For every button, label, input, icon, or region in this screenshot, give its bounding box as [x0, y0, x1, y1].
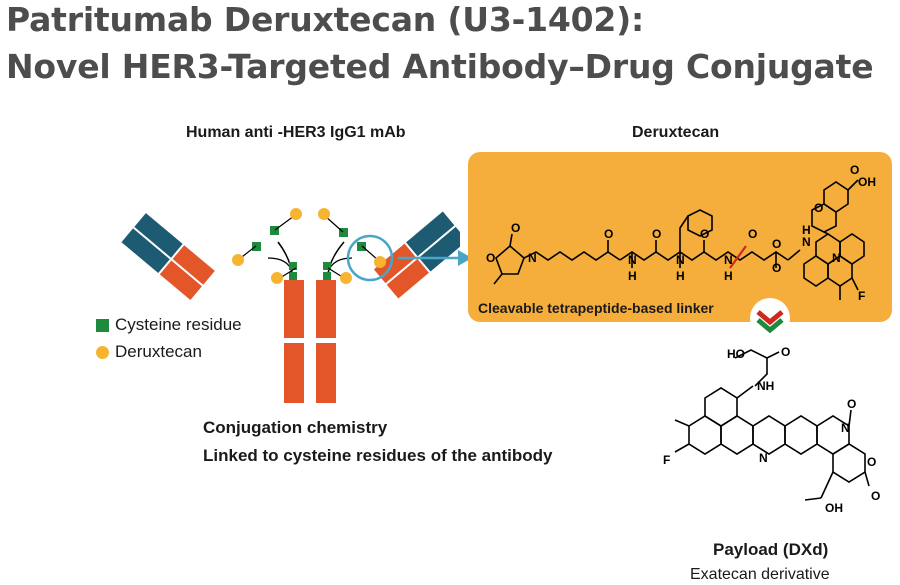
deruxtecan-dot: [340, 272, 352, 284]
svg-text:H: H: [724, 269, 733, 283]
legend-deruxtecan: Deruxtecan: [96, 342, 202, 362]
linker-label: Cleavable tetrapeptide-based linker: [478, 300, 714, 316]
deruxtecan-dot: [374, 256, 386, 268]
deruxtecan-dot: [232, 254, 244, 266]
cysteine-swatch: [96, 318, 109, 332]
legend-deruxtecan-label: Deruxtecan: [115, 342, 202, 361]
legend-cysteine: Cysteine residue: [96, 315, 242, 335]
svg-text:O: O: [486, 251, 495, 265]
svg-text:N: N: [724, 253, 733, 267]
svg-text:O: O: [814, 201, 823, 215]
deruxtecan-dot: [271, 272, 283, 284]
right-fab-arm: [373, 211, 460, 299]
payload-subtitle: Exatecan derivative: [690, 566, 830, 583]
svg-text:H: H: [802, 223, 811, 237]
svg-text:O: O: [867, 455, 876, 469]
cysteine-marker: [289, 262, 297, 270]
fc-heavy-chain-left-1: [284, 280, 304, 338]
svg-text:O: O: [772, 261, 781, 275]
title-line-2: Novel HER3-Targeted Antibody–Drug Conjug…: [6, 47, 874, 86]
svg-text:F: F: [663, 453, 670, 467]
svg-text:O: O: [748, 227, 757, 241]
svg-text:HO: HO: [727, 347, 745, 361]
fc-heavy-chain-right-2: [316, 343, 336, 403]
cysteine-marker: [323, 262, 331, 270]
deruxtecan-dot: [290, 208, 302, 220]
deruxtecan-structure: O N O O NH O NH O NH O O O NH O OH O F N: [486, 163, 876, 303]
chevron-down-icon: [750, 298, 790, 338]
deruxtecan-heading: Deruxtecan: [632, 124, 720, 141]
svg-text:N: N: [628, 253, 637, 267]
svg-text:H: H: [676, 269, 685, 283]
svg-text:N: N: [802, 235, 811, 249]
antibody-diagram: [121, 208, 460, 403]
svg-text:H: H: [628, 269, 637, 283]
left-fab-arm: [121, 213, 215, 301]
cysteine-marker: [357, 242, 366, 251]
arrow-head: [458, 250, 472, 266]
svg-text:N: N: [759, 451, 768, 465]
fc-heavy-chain-left-2: [284, 343, 304, 403]
svg-text:N: N: [832, 251, 841, 265]
svg-text:O: O: [781, 345, 790, 359]
svg-text:N: N: [528, 251, 537, 265]
zoom-ring: [346, 234, 394, 282]
svg-text:O: O: [871, 489, 880, 503]
antibody-label: Human anti -HER3 IgG1 mAb: [186, 124, 406, 141]
payload-label: Payload (DXd): [713, 540, 829, 559]
svg-text:F: F: [858, 289, 865, 303]
conjugation-detail: Linked to cysteine residues of the antib…: [203, 446, 553, 465]
svg-text:OH: OH: [825, 501, 843, 515]
svg-text:N: N: [676, 253, 685, 267]
svg-text:O: O: [850, 163, 859, 177]
svg-text:OH: OH: [858, 175, 876, 189]
cysteine-marker: [289, 272, 297, 280]
svg-text:O: O: [604, 227, 613, 241]
svg-text:O: O: [772, 237, 781, 251]
deruxtecan-swatch: [96, 345, 109, 359]
svg-text:O: O: [700, 227, 709, 241]
fc-heavy-chain-right-1: [316, 280, 336, 338]
deruxtecan-dot: [318, 208, 330, 220]
cysteine-marker: [252, 242, 261, 251]
svg-text:NH: NH: [757, 379, 774, 393]
svg-text:O: O: [847, 397, 856, 411]
conjugation-heading: Conjugation chemistry: [203, 418, 388, 437]
svg-text:N: N: [841, 421, 850, 435]
cysteine-marker: [270, 226, 279, 235]
legend-cysteine-label: Cysteine residue: [115, 315, 242, 334]
svg-text:O: O: [511, 221, 520, 235]
payload-structure: HO O NH F N N O O O OH: [663, 345, 880, 515]
cysteine-marker: [323, 272, 331, 280]
svg-text:O: O: [652, 227, 661, 241]
title-line-1: Patritumab Deruxtecan (U3-1402):: [6, 0, 645, 39]
cysteine-marker: [339, 228, 348, 237]
